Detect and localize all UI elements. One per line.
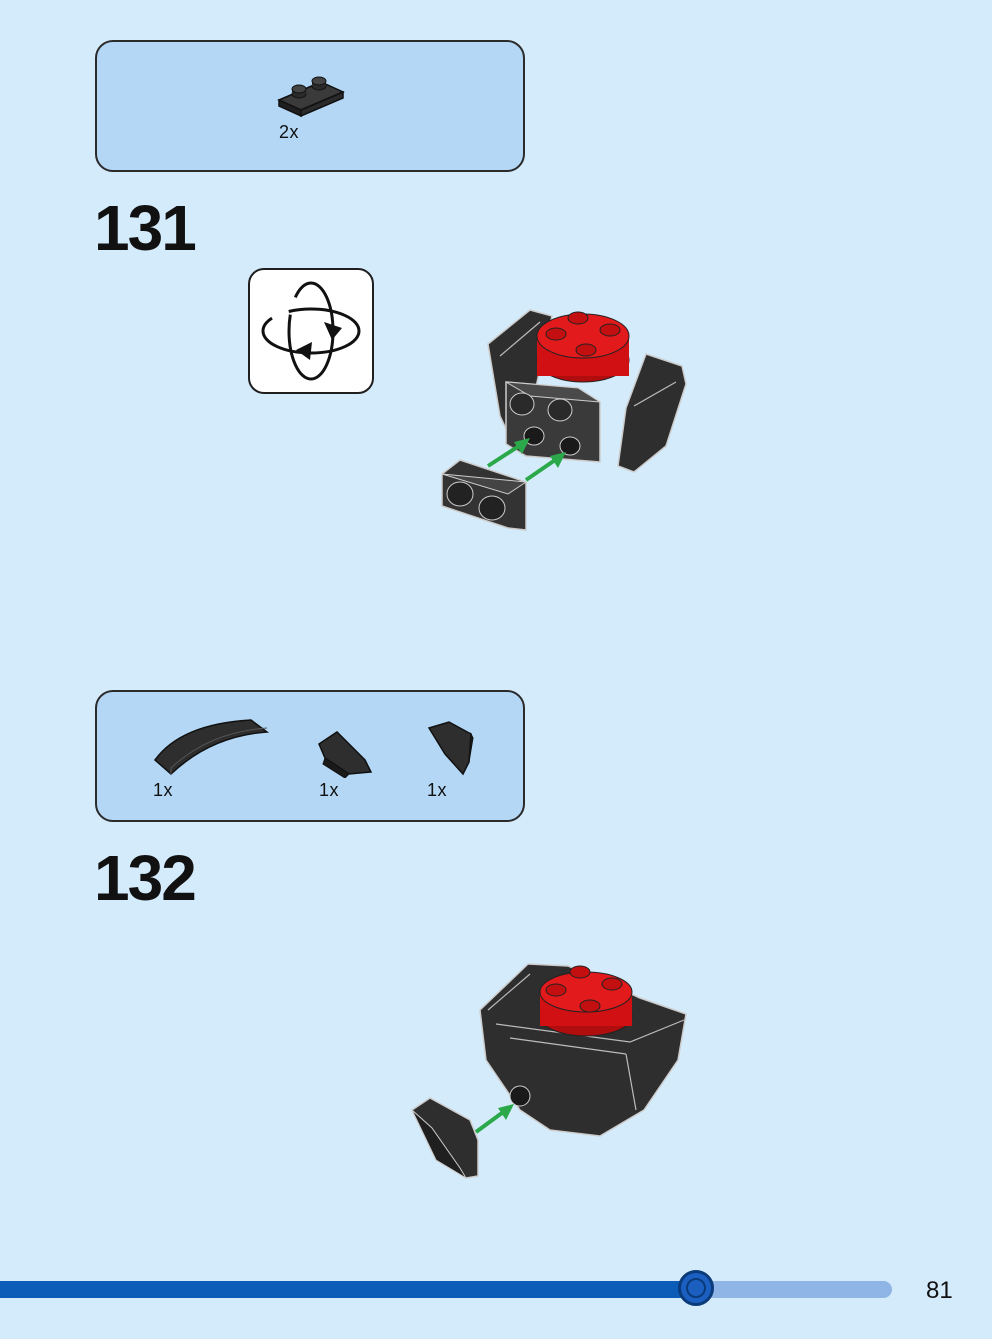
model-assembly-step-132 bbox=[411, 963, 687, 1179]
model-assembly-step-131 bbox=[441, 309, 687, 531]
part-quantity: 1x bbox=[319, 780, 340, 800]
wedge-left-black-icon bbox=[318, 731, 373, 778]
rotate-model-icon bbox=[261, 281, 361, 381]
rotate-callout bbox=[248, 268, 374, 394]
step-number-132: 132 bbox=[94, 842, 197, 914]
page-number: 81 bbox=[926, 1277, 953, 1304]
wedge-right-black-icon bbox=[427, 721, 474, 776]
plate-1x2-black-icon bbox=[277, 76, 345, 118]
progress-fill bbox=[0, 1281, 696, 1298]
parts-box-step-131: 2x bbox=[95, 40, 525, 172]
part-quantity: 1x bbox=[427, 780, 448, 800]
parts-box-step-132: 1x 1x 1x bbox=[95, 690, 525, 822]
part-quantity: 1x bbox=[153, 780, 174, 800]
step-number-131: 131 bbox=[94, 192, 197, 264]
progress-indicator-icon bbox=[678, 1270, 714, 1306]
part-quantity: 2x bbox=[279, 122, 300, 142]
curved-slope-black-icon bbox=[153, 719, 270, 776]
